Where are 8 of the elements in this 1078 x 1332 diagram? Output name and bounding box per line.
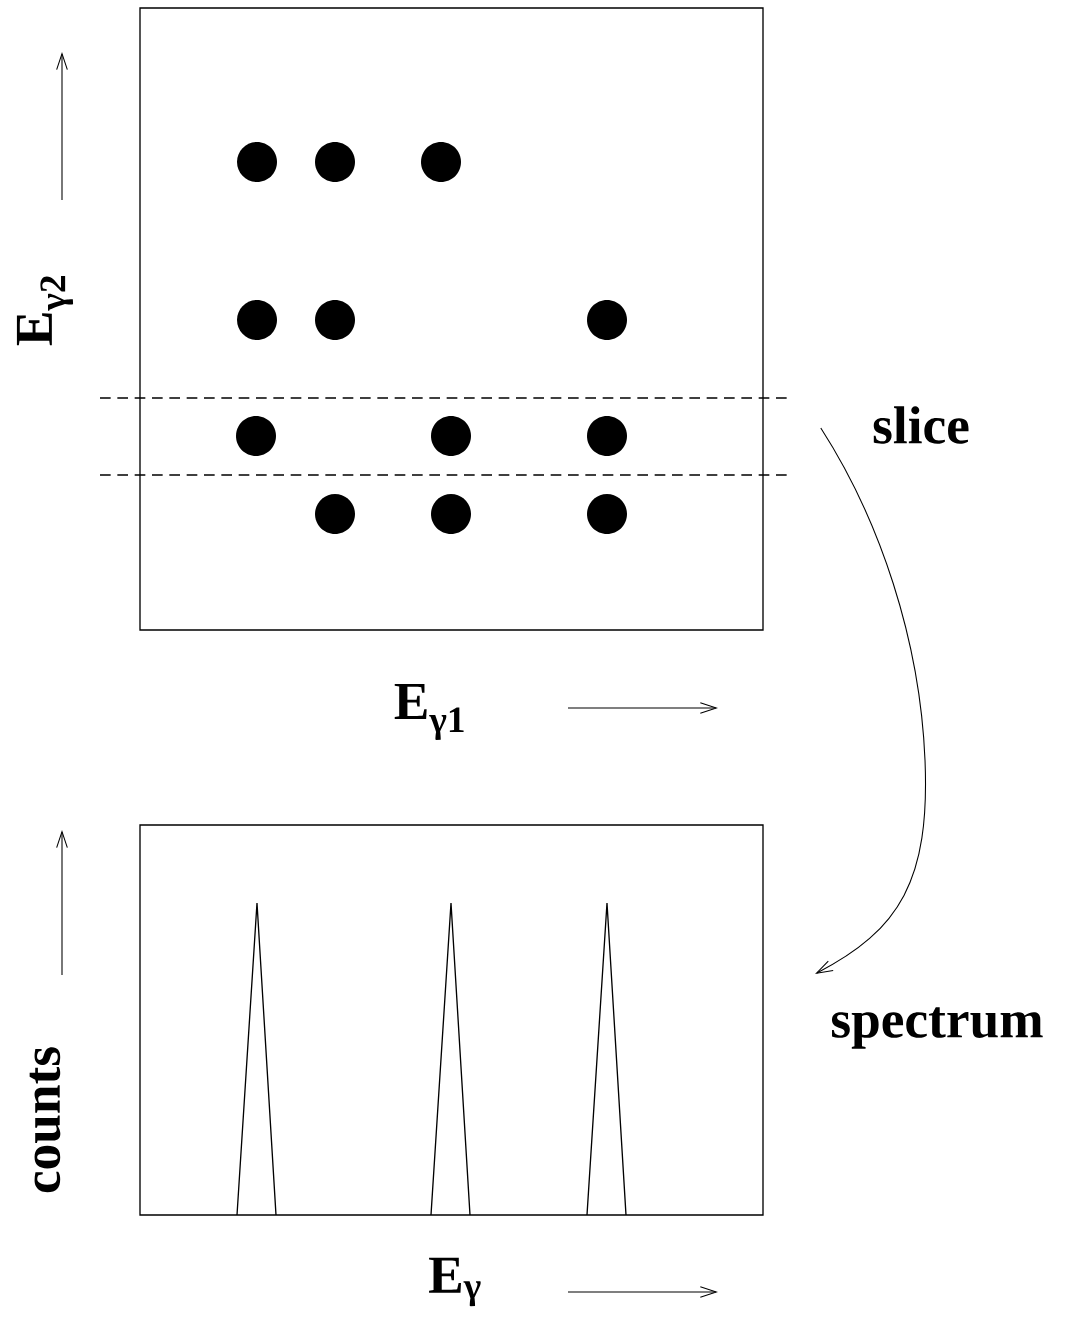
- curved-arrow: [815, 427, 927, 974]
- text-label: spectrum: [831, 1007, 1043, 1049]
- axis-label: counts: [29, 1047, 61, 1193]
- plot-frame: [139, 7, 764, 631]
- plot-frame: [139, 824, 764, 1216]
- axis-label: E$_{γ1}$: [394, 683, 464, 741]
- axis-label: E$_{γ2}$: [16, 276, 74, 346]
- text-label: slice: [873, 406, 969, 444]
